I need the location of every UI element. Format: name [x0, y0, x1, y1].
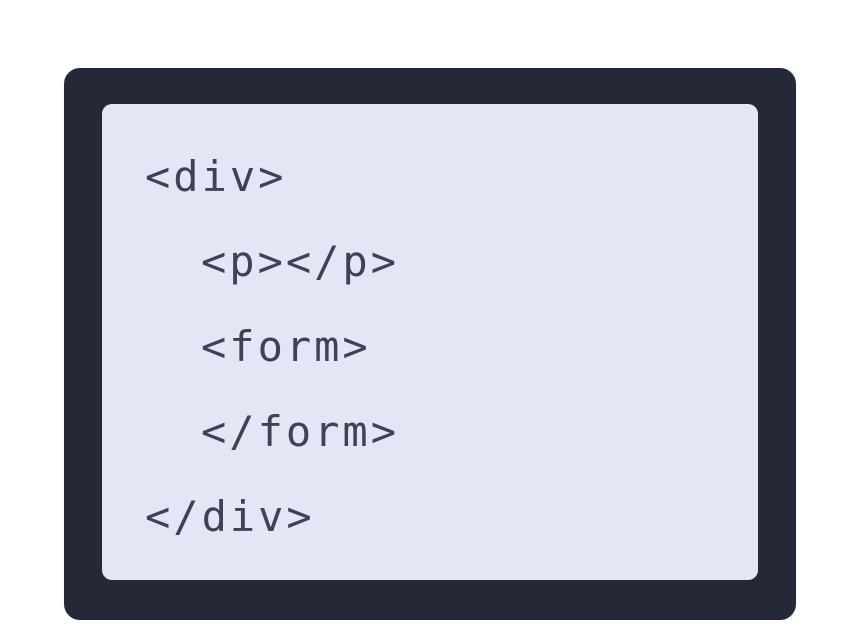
code-panel: <div> <p></p> <form> </form> </div>: [102, 104, 758, 580]
code-line: <p></p>: [201, 237, 400, 286]
code-line: <div>: [145, 152, 287, 201]
code-card: <div> <p></p> <form> </form> </div>: [62, 66, 798, 622]
code-line: <form>: [201, 322, 371, 371]
code-line: </div>: [145, 492, 315, 541]
code-line: </form>: [201, 407, 400, 456]
